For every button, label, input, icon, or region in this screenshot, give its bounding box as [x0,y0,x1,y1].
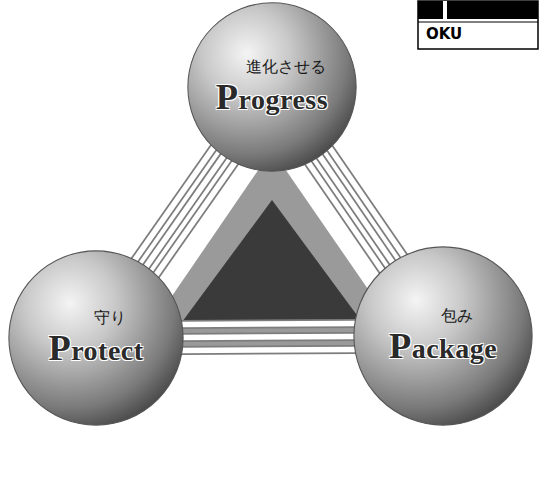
band-connector [134,147,235,276]
logo-text: OKU [426,25,462,43]
sphere-circle [9,251,183,425]
node-title: Package [389,325,497,367]
band-stripe [145,155,224,268]
band-outline [308,162,383,272]
band-outline [145,155,224,268]
sphere-node: 守りProtect [8,250,184,426]
logo-divider [418,22,538,23]
band-outline [181,324,356,325]
band-outline [181,350,356,351]
logo-box [418,1,538,49]
node-title: Protect [48,327,143,369]
band-stripe [181,324,356,325]
band-stripe [182,334,355,340]
sphere-node: 進化させるProgress [187,2,357,172]
node-subtitle: 進化させる [246,57,326,78]
sphere-content: 守りProtect [8,250,184,426]
sphere-content: 包みPackage [353,246,533,426]
node-subtitle: 守り [94,308,126,329]
logo-bar-gap [443,1,447,19]
sphere-content: 進化させるProgress [187,2,357,172]
sphere-circle [188,3,356,171]
band-connector [181,324,356,351]
band-stripe [181,350,356,351]
logo-bar [418,1,538,19]
band-connector [308,147,405,271]
node-subtitle: 包み [441,306,473,327]
band-stripe [308,162,383,272]
band-outline [182,332,355,342]
sphere-circle [354,247,532,425]
band-outline [134,147,214,261]
inner-triangle [182,200,362,322]
band-outline [319,155,393,263]
sphere-node: 包みPackage [353,246,533,426]
band-stripe [319,155,393,263]
node-title: Progress [216,76,328,118]
band-stripe [134,147,214,261]
